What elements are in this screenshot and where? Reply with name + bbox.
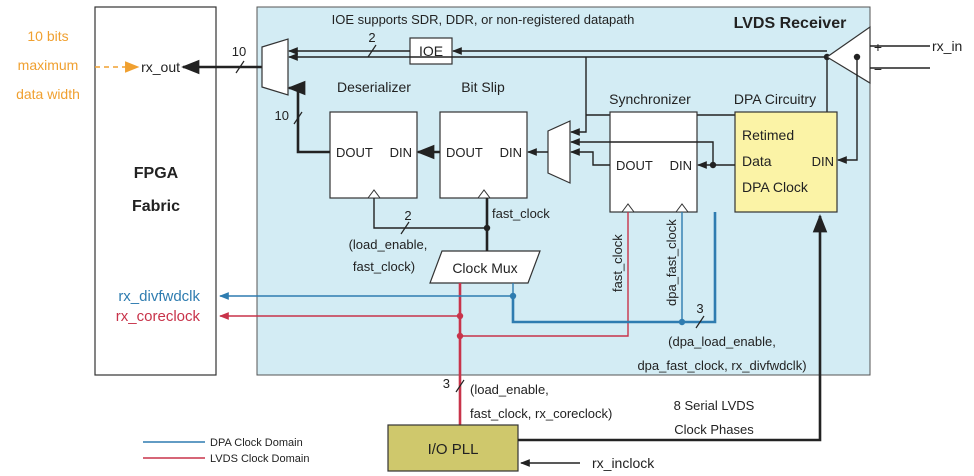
dpa-label-2: dpa_fast_clock, rx_divfwdclk) bbox=[637, 358, 806, 373]
receiver-title: LVDS Receiver bbox=[734, 15, 847, 32]
bus-width-3a: 3 bbox=[696, 301, 703, 316]
rx-divfwdclk-label: rx_divfwdclk bbox=[118, 288, 200, 305]
bitslip-mux bbox=[547, 120, 571, 184]
clock-mux-label: Clock Mux bbox=[452, 260, 517, 276]
legend-dpa-label: DPA Clock Domain bbox=[210, 437, 303, 449]
fabric-label-1: FPGA bbox=[134, 165, 179, 182]
buffer-plus: + bbox=[874, 39, 882, 55]
rx-in-label: rx_in bbox=[932, 38, 962, 54]
bitslip-block bbox=[439, 111, 528, 199]
bus-width-10b: 10 bbox=[275, 108, 289, 123]
annotation-line-1: 10 bits bbox=[27, 28, 68, 44]
bitslip-label: Bit Slip bbox=[461, 79, 505, 95]
load-label-2: fast_clock) bbox=[353, 259, 415, 274]
sync-to-mux bbox=[570, 148, 610, 166]
dpa-din: DIN bbox=[812, 154, 834, 169]
annotation-line-3: data width bbox=[16, 86, 80, 102]
bus-slash-10b bbox=[293, 111, 303, 125]
sync-dpa-fast-clock-label: dpa_fast_clock bbox=[664, 219, 679, 306]
junction-red-1 bbox=[456, 312, 464, 320]
bus-slash-3a bbox=[695, 315, 705, 329]
deser-out-bus bbox=[287, 80, 330, 154]
bitslip-din: DIN bbox=[500, 145, 522, 160]
ioe-block bbox=[409, 37, 453, 65]
dpa-block bbox=[734, 111, 838, 213]
annotation-line-2: maximum bbox=[18, 57, 79, 73]
load-enable-bus bbox=[373, 198, 487, 229]
bus-slash-10a bbox=[235, 60, 245, 74]
junction-blue-2 bbox=[678, 318, 686, 326]
dpa-bus-blue bbox=[511, 212, 717, 324]
sync-dout: DOUT bbox=[616, 158, 653, 173]
rx-out-label: rx_out bbox=[141, 59, 180, 75]
bus-width-3b: 3 bbox=[443, 376, 450, 391]
pll-label-2: fast_clock, rx_coreclock) bbox=[470, 406, 612, 421]
fabric-label-2: Fabric bbox=[132, 198, 180, 215]
dpa-line-2: Data bbox=[742, 153, 772, 169]
bus-slash-3b bbox=[455, 379, 465, 393]
buffer-minus: − bbox=[874, 61, 882, 77]
rx-in-to-bitslip-mux bbox=[570, 57, 587, 136]
load-label-1: (load_enable, bbox=[349, 237, 428, 252]
ioe-label: IOE bbox=[419, 43, 443, 59]
serial-clock-phases bbox=[518, 214, 828, 442]
junction-dpa bbox=[709, 161, 717, 169]
dpa-line-3: DPA Clock bbox=[742, 179, 809, 195]
junction-clk bbox=[483, 224, 491, 232]
synchronizer-label: Synchronizer bbox=[609, 91, 691, 107]
deser-din: DIN bbox=[390, 145, 412, 160]
lvds-input-buffer bbox=[825, 25, 871, 85]
output-mux bbox=[261, 38, 289, 96]
pll-label-1: (load_enable, bbox=[470, 382, 549, 397]
io-pll-block bbox=[387, 424, 519, 472]
dpa-bypass-to-mux bbox=[570, 138, 714, 165]
junction-rxin bbox=[853, 53, 861, 61]
rx-inclock-label: rx_inclock bbox=[592, 455, 655, 471]
bitslip-dout: DOUT bbox=[446, 145, 483, 160]
fast-clock-label: fast_clock bbox=[492, 206, 550, 221]
deser-dout: DOUT bbox=[336, 145, 373, 160]
deserializer-block bbox=[329, 111, 418, 199]
synchronizer-block bbox=[609, 111, 698, 213]
deserializer-label: Deserializer bbox=[337, 79, 411, 95]
bus-width-10a: 10 bbox=[232, 44, 246, 59]
sync-din: DIN bbox=[670, 158, 692, 173]
dpa-title: DPA Circuitry bbox=[734, 91, 816, 107]
sync-fast-clock-line bbox=[460, 212, 629, 337]
bus-width-2b: 2 bbox=[404, 208, 411, 223]
bus-slash-2a bbox=[367, 44, 377, 58]
sync-fast-clock-label: fast_clock bbox=[610, 234, 625, 292]
dpa-line-1: Retimed bbox=[742, 127, 794, 143]
junction-red-2 bbox=[456, 332, 464, 340]
bus-width-2a: 2 bbox=[368, 30, 375, 45]
rx-in-to-dpa bbox=[837, 57, 858, 164]
io-pll-label: I/O PLL bbox=[428, 441, 479, 458]
serial-label-1: 8 Serial LVDS bbox=[674, 398, 755, 413]
bus-slash-2b bbox=[400, 221, 410, 235]
rx-coreclock-label: rx_coreclock bbox=[116, 308, 201, 325]
dpa-label-1: (dpa_load_enable, bbox=[668, 334, 776, 349]
bitslip-clk-tri bbox=[477, 189, 491, 199]
serial-label-2: Clock Phases bbox=[674, 422, 754, 437]
top-note: IOE supports SDR, DDR, or non-registered… bbox=[332, 12, 635, 27]
clock-mux bbox=[429, 250, 541, 284]
legend-lvds-label: LVDS Clock Domain bbox=[210, 453, 309, 465]
